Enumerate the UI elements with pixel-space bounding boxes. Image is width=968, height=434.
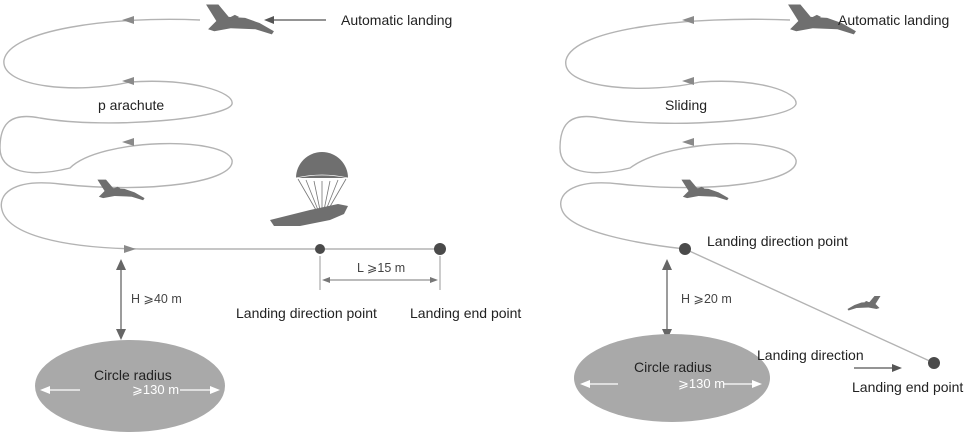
left-circle-area	[35, 340, 225, 432]
right-direction-label: Landing direction	[757, 347, 864, 363]
left-radius-arrow-b	[210, 386, 220, 394]
right-path-arrow-2	[682, 77, 694, 85]
right-height-label: H ⩾20 m	[681, 292, 732, 306]
left-distance-arrow-a	[322, 277, 330, 283]
left-height-arrow-top	[116, 259, 126, 270]
left-top-plane-icon	[206, 4, 274, 35]
right-path-arrow-3	[682, 138, 694, 146]
left-spiral-path	[0, 18, 440, 250]
left-path-arrow-2	[122, 77, 134, 85]
right-path-arrow-top	[682, 16, 694, 24]
left-circle-label: Circle radius	[94, 367, 172, 383]
left-path-arrow-bottom	[124, 245, 136, 253]
right-panel: H ⩾20 m Automatic landing Sliding Landin…	[559, 4, 963, 422]
left-height-label: H ⩾40 m	[131, 292, 182, 306]
right-spiral-path	[559, 18, 935, 364]
left-path-arrow-top	[122, 16, 134, 24]
right-radius-arrow-a	[580, 380, 590, 388]
parachute-icon	[270, 152, 349, 226]
left-end-point-label: Landing end point	[410, 305, 521, 321]
right-direction-point-label: Landing direction point	[707, 233, 848, 249]
left-direction-point-label: Landing direction point	[236, 305, 377, 321]
left-mode-label: p arachute	[98, 97, 164, 113]
right-end-point-label: Landing end point	[852, 379, 963, 395]
left-radius-arrow-a	[40, 386, 50, 394]
left-mid-plane-icon	[97, 179, 145, 201]
left-radius-label: ⩾130 m	[132, 382, 179, 397]
right-mid-plane-icon	[681, 179, 729, 201]
left-path-arrow-3	[122, 138, 134, 146]
right-height-arrow-top	[662, 259, 672, 270]
left-end-point	[434, 243, 446, 255]
left-distance-arrow-b	[430, 277, 438, 283]
right-circle-label: Circle radius	[634, 359, 712, 375]
right-direction-arrow	[892, 364, 902, 372]
left-distance-label: L ⩾15 m	[357, 261, 405, 275]
right-end-point	[928, 357, 940, 369]
right-circle-area	[574, 334, 770, 422]
left-direction-point	[315, 244, 325, 254]
right-auto-landing-label: Automatic landing	[838, 12, 949, 28]
left-height-arrow-bottom	[116, 329, 126, 340]
left-incoming-arrow	[264, 16, 274, 24]
right-mode-label: Sliding	[665, 97, 707, 113]
right-radius-arrow-b	[752, 380, 762, 388]
right-glide-plane-icon	[847, 296, 881, 311]
left-auto-landing-label: Automatic landing	[341, 12, 452, 28]
right-direction-point	[679, 243, 691, 255]
left-panel: L ⩾15 m H ⩾40 m Automatic landing p arac…	[0, 4, 521, 432]
right-radius-label: ⩾130 m	[678, 376, 725, 391]
